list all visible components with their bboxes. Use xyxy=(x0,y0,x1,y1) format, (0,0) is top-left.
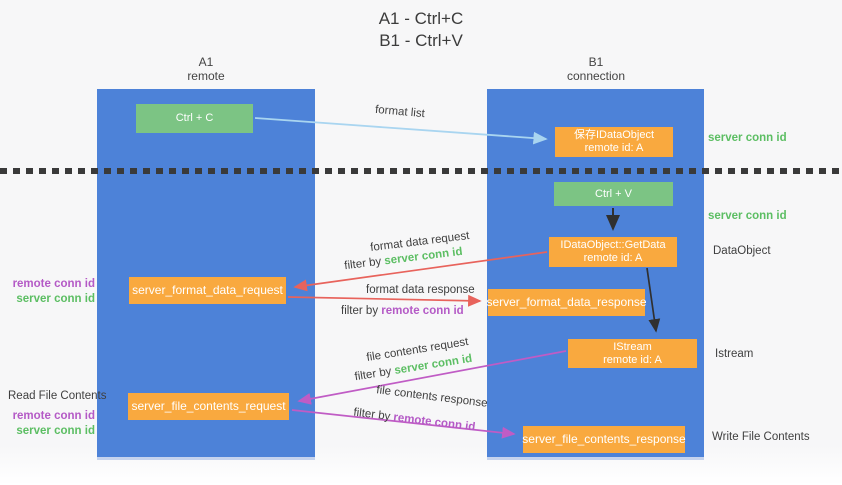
server-format-data-request-box: server_format_data_request xyxy=(129,277,286,304)
title-line-1: A1 - Ctrl+C xyxy=(378,9,464,28)
remote-conn-id-annotation: remote conn id xyxy=(12,278,95,290)
server-file-contents-request-label: server_file_contents_request xyxy=(131,399,286,413)
server-conn-id-annotation-1: server conn id xyxy=(708,132,787,144)
copy-paste-divider-line xyxy=(0,168,842,174)
server-file-contents-response-box: server_file_contents_response xyxy=(522,426,686,453)
filter-by-text: filter by xyxy=(353,365,396,384)
istream-line1: IStream xyxy=(613,340,652,353)
filter-by-text: filter by xyxy=(341,305,382,317)
format-list-label: format list xyxy=(374,103,426,121)
dataobject-annotation: DataObject xyxy=(713,245,771,257)
filter-by-remote-conn-id-label-2: filter by remote conn id xyxy=(353,407,476,434)
server-format-data-response-box: server_format_data_response xyxy=(486,289,647,316)
diagram-title: A1 - Ctrl+C B1 - Ctrl+V xyxy=(0,8,842,52)
save-dataobject-line1: 保存IDataObject xyxy=(573,129,655,141)
arrow-format-data-response xyxy=(287,294,482,307)
filter-by-text: filter by xyxy=(343,255,386,273)
ctrl-c-box: Ctrl + C xyxy=(136,104,253,133)
server-conn-id-annotation: server conn id xyxy=(16,293,95,305)
server-file-contents-response-label: server_file_contents_response xyxy=(522,432,686,446)
conn-id-annotation-group-2: remote conn id server conn id xyxy=(9,409,95,439)
file-contents-response-label: file contents response xyxy=(375,384,489,410)
getdata-box: IDataObject::GetData remote id: A xyxy=(549,237,677,267)
server-conn-id-annotation-2: server conn id xyxy=(708,210,787,222)
server-conn-id-annotation: server conn id xyxy=(16,425,95,437)
remote-conn-id-text: remote conn id xyxy=(381,305,464,317)
title-line-2: B1 - Ctrl+V xyxy=(379,31,463,50)
save-dataobject-box: 保存IDataObject remote id: A xyxy=(555,127,673,157)
column-b1-role: connection xyxy=(566,69,626,83)
conn-id-annotation-group-1: remote conn id server conn id xyxy=(9,277,95,307)
ctrl-v-box: Ctrl + V xyxy=(554,182,673,206)
server-file-contents-request-box: server_file_contents_request xyxy=(128,393,289,420)
ctrl-c-label: Ctrl + C xyxy=(175,112,214,124)
format-data-response-label: format data response xyxy=(366,284,475,296)
istream-box: IStream remote id: A xyxy=(568,339,697,368)
getdata-line2: remote id: A xyxy=(583,252,643,264)
column-header-b1: B1 connection xyxy=(526,55,666,83)
read-file-contents-annotation: Read File Contents xyxy=(8,390,107,402)
column-header-a1: A1 remote xyxy=(136,55,276,83)
remote-conn-id-annotation: remote conn id xyxy=(12,410,95,422)
column-a1-name: A1 xyxy=(198,55,214,69)
server-format-data-request-label: server_format_data_request xyxy=(132,283,283,297)
getdata-line1: IDataObject::GetData xyxy=(560,239,666,251)
remote-conn-id-text: remote conn id xyxy=(392,411,476,434)
ctrl-v-label: Ctrl + V xyxy=(595,187,632,200)
write-file-contents-annotation: Write File Contents xyxy=(712,431,810,443)
filter-by-text: filter by xyxy=(352,406,395,424)
istream-line2: remote id: A xyxy=(603,353,662,366)
column-a1-role: remote xyxy=(187,69,225,83)
filter-by-remote-conn-id-label-1: filter by remote conn id xyxy=(341,305,464,317)
column-b1-name: B1 xyxy=(588,55,604,69)
istream-annotation: Istream xyxy=(715,348,754,360)
server-format-data-response-label: server_format_data_response xyxy=(486,295,647,309)
save-dataobject-line2: remote id: A xyxy=(584,142,644,154)
